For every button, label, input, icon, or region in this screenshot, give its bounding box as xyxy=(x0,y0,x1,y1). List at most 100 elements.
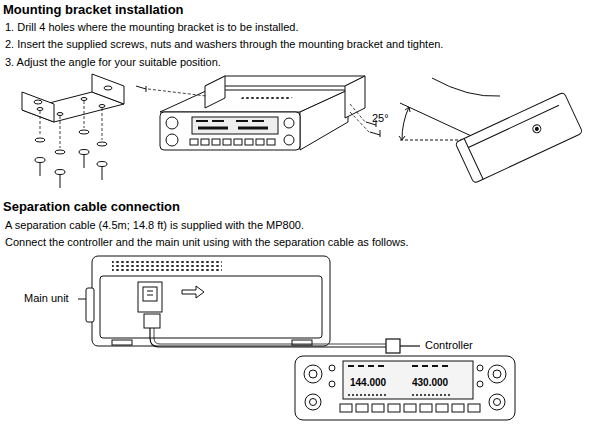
main-unit-drawing xyxy=(86,288,94,322)
screw-guide-line xyxy=(148,89,370,133)
controller-drawing xyxy=(348,365,448,367)
controller-drawing xyxy=(477,365,483,371)
controller-drawing xyxy=(356,404,368,412)
angle-detail xyxy=(399,78,583,183)
angle-detail xyxy=(400,103,480,140)
bracket-exploded xyxy=(92,74,124,104)
body-text: Connect the controller and the main unit… xyxy=(5,236,409,249)
bracket-exploded xyxy=(57,113,63,116)
bracket-exploded xyxy=(99,105,105,108)
main-unit-drawing xyxy=(138,282,162,312)
bracket-exploded xyxy=(22,74,124,122)
section-heading: Mounting bracket installation xyxy=(3,2,184,18)
main-unit-drawing xyxy=(92,256,330,346)
radio-with-bracket xyxy=(192,117,278,134)
tilted-radio xyxy=(535,127,539,131)
radio-with-bracket xyxy=(205,76,225,108)
controller-drawing xyxy=(309,370,317,378)
controller-drawing xyxy=(436,404,448,412)
main-unit-drawing xyxy=(112,259,222,271)
separation-cable xyxy=(150,328,420,353)
controller-drawing xyxy=(468,404,480,412)
radio-with-bracket xyxy=(166,134,178,146)
controller-drawing xyxy=(348,394,452,396)
controller-drawing xyxy=(372,404,384,412)
step-text: 1. Drill 4 holes where the mounting brac… xyxy=(5,21,299,34)
radio-with-bracket xyxy=(212,139,220,145)
main-unit-drawing xyxy=(143,287,157,301)
radio-with-bracket xyxy=(284,135,294,145)
separation-cable xyxy=(154,328,386,344)
controller-drawing xyxy=(404,404,416,412)
radio-with-bracket xyxy=(267,139,275,145)
controller-drawing xyxy=(329,365,335,371)
angle-dimension: 25° xyxy=(372,112,389,125)
radio-with-bracket xyxy=(166,117,178,129)
screw-washer xyxy=(79,130,89,134)
main-unit-drawing xyxy=(100,276,322,338)
radio-with-bracket xyxy=(234,139,242,145)
angle-detail xyxy=(399,107,410,140)
radio-with-bracket xyxy=(245,139,253,145)
controller-drawing xyxy=(295,356,515,420)
screw-washer xyxy=(35,130,107,188)
controller-drawing xyxy=(489,394,505,410)
part-label: Controller xyxy=(425,339,473,352)
controller-drawing xyxy=(452,404,464,412)
radio-with-bracket xyxy=(235,95,297,101)
screw-washer xyxy=(55,150,65,154)
bracket-exploded xyxy=(104,86,112,90)
main-unit-drawing xyxy=(112,340,132,345)
part-label: Main unit xyxy=(24,292,69,305)
main-unit-drawing xyxy=(144,314,160,328)
body-text: A separation cable (4.5m; 14.8 ft) is su… xyxy=(5,219,304,232)
screw-washer xyxy=(35,138,45,142)
controller-drawing xyxy=(494,399,501,406)
screw-washer xyxy=(40,154,102,188)
controller-drawing xyxy=(304,365,322,383)
radio-with-bracket xyxy=(160,112,300,150)
screw-guide-line xyxy=(40,101,102,148)
controller-drawing xyxy=(477,381,483,387)
controller-drawing xyxy=(388,404,400,412)
bracket-exploded xyxy=(37,108,43,111)
separation-cable xyxy=(400,345,420,346)
tilted-radio xyxy=(455,92,583,183)
screw-washer xyxy=(97,142,107,146)
main-unit-drawing xyxy=(86,256,330,346)
tilted-radio xyxy=(464,96,574,179)
controller-drawing xyxy=(343,361,473,399)
radio-with-bracket xyxy=(223,139,231,145)
radio-with-bracket xyxy=(190,139,198,145)
tilted-radio xyxy=(532,124,543,135)
radio-with-bracket xyxy=(136,86,146,92)
screw-guide-line xyxy=(40,101,102,148)
radio-with-bracket xyxy=(198,127,268,130)
screw-washer xyxy=(35,158,45,163)
display-frequency: 430.000 xyxy=(412,377,448,389)
separation-cable xyxy=(386,339,400,353)
radio-with-bracket xyxy=(196,120,264,122)
controller-drawing xyxy=(310,399,317,406)
radio-with-bracket xyxy=(345,76,365,118)
display-frequency: 144.000 xyxy=(350,377,386,389)
controller-drawing xyxy=(295,356,515,420)
controller-drawing xyxy=(305,394,321,410)
controller-drawing xyxy=(329,381,335,387)
step-text: 3. Adjust the angle for your suitable po… xyxy=(5,56,221,69)
radio-with-bracket xyxy=(205,76,365,86)
step-text: 2. Insert the supplied screws, nuts and … xyxy=(5,38,443,51)
angle-detail xyxy=(402,107,409,140)
radio-with-bracket xyxy=(256,139,264,145)
screw-washer xyxy=(55,170,65,175)
radio-with-bracket xyxy=(300,90,348,150)
controller-drawing xyxy=(340,404,352,412)
separation-cable xyxy=(150,328,386,347)
screw-guide-line xyxy=(148,89,370,133)
leader-line xyxy=(78,299,86,300)
leader-line xyxy=(78,299,86,300)
controller-drawing xyxy=(420,404,432,412)
main-unit-drawing xyxy=(182,286,204,298)
screw-washer xyxy=(79,150,89,155)
